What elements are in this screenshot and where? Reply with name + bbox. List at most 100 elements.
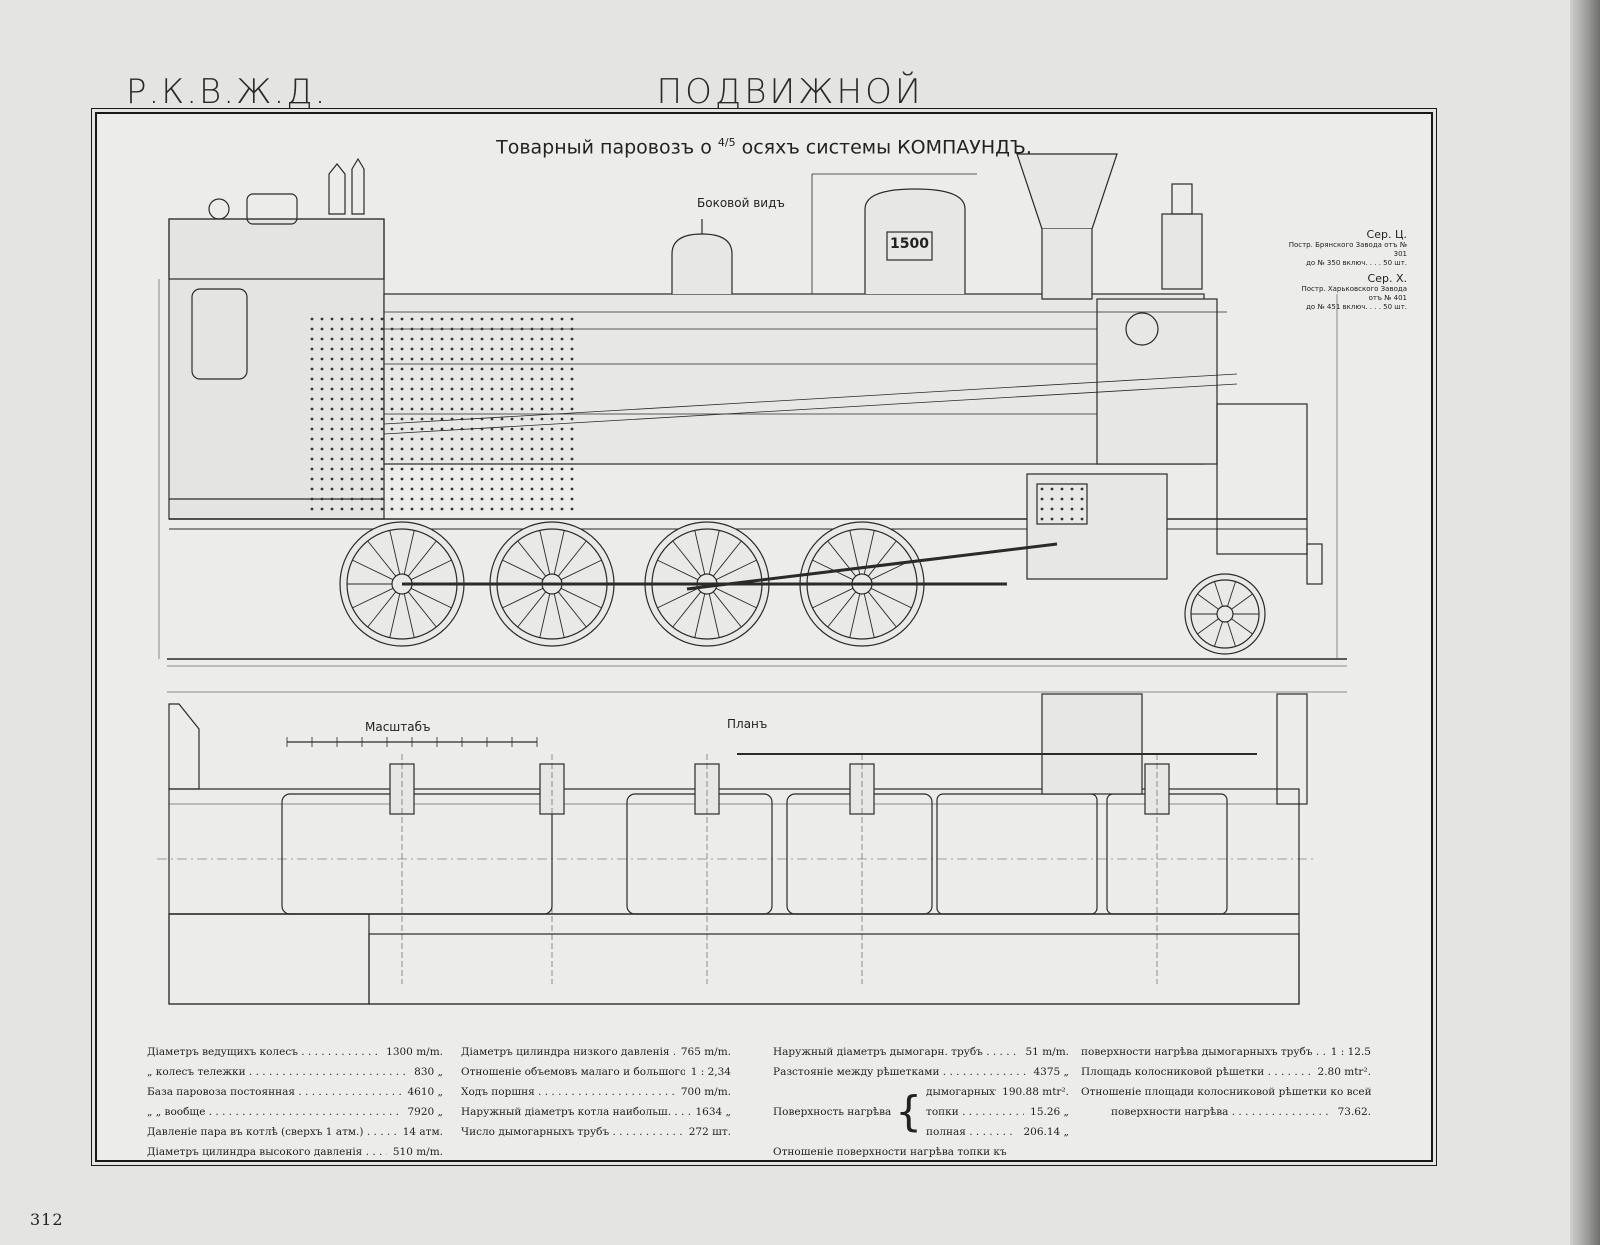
- wheel-spoke: [403, 593, 415, 638]
- spec-key: поверхности нагрѣва дымогарныхъ трубъ: [1081, 1042, 1325, 1062]
- axle-box: [389, 763, 415, 815]
- side-view: [158, 153, 1347, 693]
- wheel-spoke: [694, 593, 706, 638]
- series-x-line-1: Постр. Харьковского Завода отъ № 401: [1301, 285, 1407, 302]
- spec-value: 4610 „: [407, 1086, 444, 1098]
- spec-row: Діаметръ цилиндра низкого давленія 765 m/…: [461, 1042, 731, 1062]
- wheel-spoke: [403, 530, 415, 575]
- series-x-line-2: до № 451 включ. . . . 50 шт.: [1306, 303, 1407, 311]
- wheel-spoke: [539, 593, 551, 638]
- wheel-rim: [1184, 573, 1266, 655]
- spec-value: 73.62.: [1337, 1106, 1371, 1118]
- smokebox: [1096, 298, 1218, 465]
- whistle: [208, 198, 230, 220]
- spec-row: полная206.14 „: [926, 1122, 1069, 1142]
- wheel-spoke: [407, 591, 437, 628]
- spec-row: поверхности нагрѣва дымогарныхъ трубъ 1 :…: [1081, 1042, 1371, 1062]
- spec-row: дымогарныхъ трубъ 190.88 mtr².: [926, 1082, 1069, 1102]
- series-c-heading: Сер. Ц.: [1366, 228, 1407, 241]
- wheel-spoke: [863, 593, 875, 638]
- wheel-spoke: [657, 559, 699, 581]
- spec-value: 2.80 mtr².: [1317, 1066, 1371, 1078]
- spec-key: База паровоза постоянная: [147, 1082, 402, 1102]
- spec-key: Діаметръ цилиндра высокого давленія: [147, 1142, 387, 1162]
- spec-value: 1300 m/m.: [386, 1046, 443, 1058]
- wheel-spoke: [389, 530, 401, 575]
- wheel-spoke: [694, 530, 706, 575]
- spec-continuation: Отношеніе поверхности нагрѣва топки къ: [773, 1146, 1007, 1158]
- spec-value: 1 : 2,34: [690, 1066, 731, 1078]
- heating-surface-label: Поверхность нагрѣва: [773, 1106, 892, 1118]
- wheel-spoke: [849, 593, 861, 638]
- spec-key: „ колесъ тележки: [147, 1062, 408, 1082]
- wheel-spoke: [560, 559, 602, 581]
- spec-key: поверхности нагрѣва: [1111, 1102, 1332, 1122]
- spec-row: Число дымогарныхъ трубъ 272 шт.: [461, 1122, 731, 1142]
- railway-abbreviation: Р.К.В.Ж.Д.: [126, 72, 328, 112]
- locomotive-drawing: [157, 153, 1347, 1005]
- spec-key: Діаметръ цилиндра низкого давленія: [461, 1042, 675, 1062]
- wheel-spoke: [1227, 621, 1236, 647]
- wheel-spoke: [1214, 621, 1223, 647]
- series-x-heading: Сер. Х.: [1367, 272, 1407, 285]
- wheel-spoke: [827, 591, 857, 628]
- safety-valve: [328, 163, 346, 215]
- spec-row: Діаметръ цилиндра высокого давленія510 m…: [147, 1142, 443, 1162]
- wheel-spoke: [1231, 618, 1253, 635]
- wheel-spoke: [560, 587, 602, 609]
- spec-key: Отношеніе объемовъ малаго и большого цил…: [461, 1062, 685, 1082]
- spec-value: 190.88 mtr².: [1002, 1086, 1069, 1098]
- wheel-spoke: [410, 559, 452, 581]
- title-suffix: осяхъ системы КОМПАУНДЪ.: [735, 136, 1032, 159]
- spec-row: База паровоза постоянная 4610 „: [147, 1082, 443, 1102]
- wheel-spoke: [557, 591, 587, 628]
- spec-key: „ „ вообще: [147, 1102, 402, 1122]
- spec-value: 765 m/m.: [680, 1046, 731, 1058]
- steam-dome: [671, 233, 733, 294]
- series-c-line-1: Постр. Брянского Завода отъ № 301: [1288, 241, 1407, 258]
- page-edge: [1570, 0, 1600, 1245]
- spec-value: 272 шт.: [688, 1126, 731, 1138]
- wheel-spoke: [672, 591, 702, 628]
- wheel-spoke: [812, 587, 854, 609]
- wheel-spoke: [708, 530, 720, 575]
- spec-column-1: Діаметръ ведущихъ колесъ 1300 m/m. „ коле…: [147, 1042, 443, 1162]
- axle-box: [849, 763, 875, 815]
- side-view-label: Боковой видъ: [697, 196, 785, 210]
- wheel-spoke: [502, 559, 544, 581]
- spec-row: Ходъ поршня700 m/m.: [461, 1082, 731, 1102]
- locomotive-number: 1500: [890, 236, 929, 252]
- spec-value: 700 m/m.: [680, 1086, 731, 1098]
- spec-value: 1 : 12.5: [1330, 1046, 1371, 1058]
- spec-key: дымогарныхъ трубъ: [926, 1082, 996, 1102]
- page-number: 312: [30, 1210, 64, 1229]
- series-c-line-2: до № 350 включ. . . . 50 шт.: [1306, 259, 1407, 267]
- series-info: Сер. Ц. Постр. Брянского Завода отъ № 30…: [1287, 224, 1407, 312]
- title-prefix: Товарный паровозъ о: [496, 136, 718, 159]
- spec-key: топки: [926, 1102, 1024, 1122]
- spec-row: Наружный діаметръ дымогарн. трубъ51 m/m.: [773, 1042, 1069, 1062]
- spec-key: Отношеніе площади колосниковой рѣшетки к…: [1081, 1086, 1372, 1098]
- heating-surface-group: Поверхность нагрѣва { дымогарныхъ трубъ1…: [773, 1082, 1069, 1142]
- spec-value: 15.26 „: [1030, 1106, 1069, 1118]
- wheel-spoke: [557, 540, 587, 577]
- spec-value: 1634 „: [695, 1106, 732, 1118]
- wheel-spoke: [553, 593, 565, 638]
- scale-label: Масштабъ: [365, 720, 431, 734]
- number-plate: [886, 231, 933, 261]
- wheel-spoke: [1227, 581, 1236, 607]
- sand-dome: [864, 188, 966, 294]
- spec-column-4: поверхности нагрѣва дымогарныхъ трубъ 1 :…: [1081, 1042, 1372, 1122]
- spec-key: Діаметръ ведущихъ колесъ: [147, 1042, 380, 1062]
- spec-value: 7920 „: [407, 1106, 444, 1118]
- spec-value: 4375 „: [1033, 1066, 1070, 1078]
- spec-row: Площадь колосниковой рѣшетки2.80 mtr².: [1081, 1062, 1371, 1082]
- wheel-spoke: [410, 587, 452, 609]
- wheel-spoke: [517, 540, 547, 577]
- wheel-spoke: [352, 559, 394, 581]
- spec-row: „ „ вообще 7920 „: [147, 1102, 443, 1122]
- plan-cab-step: [168, 703, 200, 790]
- plan-axles: [389, 754, 1170, 984]
- spec-key: Число дымогарныхъ трубъ: [461, 1122, 683, 1142]
- axle-box: [1144, 763, 1170, 815]
